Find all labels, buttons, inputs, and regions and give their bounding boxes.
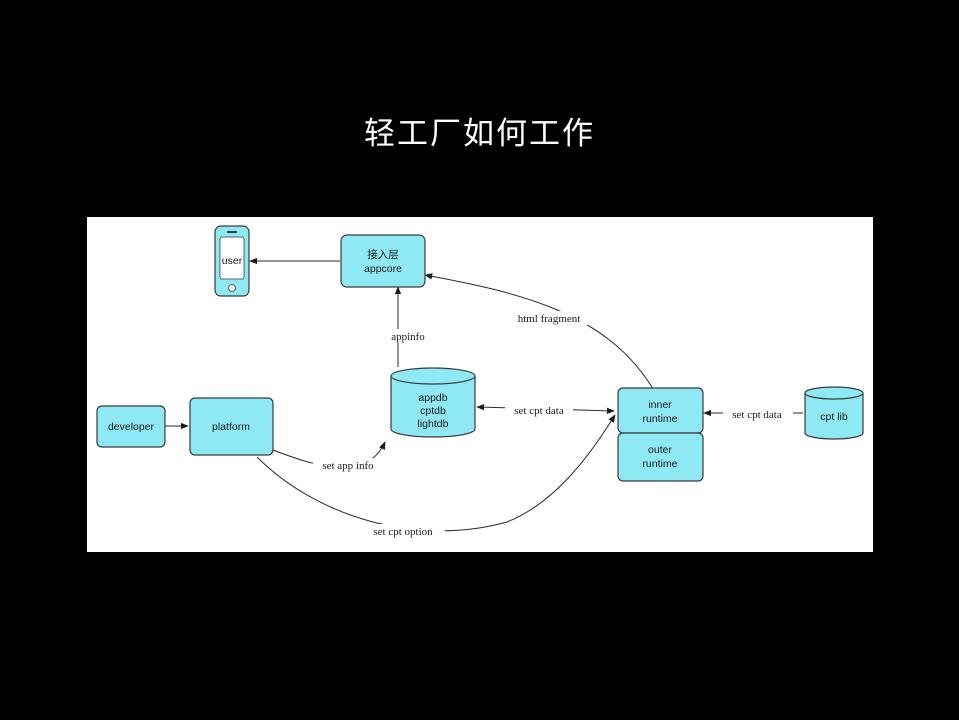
node-cpt-lib-label: cpt lib: [820, 411, 848, 423]
smartphone-icon: [214, 225, 250, 297]
node-user-label: user: [222, 255, 243, 267]
node-outer-runtime-label-2: runtime: [642, 458, 677, 470]
edge-label-set-cpt-option: set cpt option: [373, 526, 433, 538]
node-developer: [96, 405, 166, 448]
edge-label-set-cpt-data-lib: set cpt data: [732, 409, 782, 421]
edge-label-set-app-info: set app info: [322, 460, 374, 472]
node-db-label-appdb: appdb: [418, 392, 447, 404]
node-appcore-label-en: appcore: [364, 263, 402, 275]
edge-label-appinfo: appinfo: [391, 331, 425, 343]
edge-label-set-cpt-data-db: set cpt data: [514, 405, 564, 417]
node-database: [390, 367, 476, 438]
slide-title: 轻工厂如何工作: [364, 116, 595, 152]
node-appcore-label-zh: 接入层: [367, 248, 399, 261]
edge-set-cpt-option: [256, 414, 616, 532]
node-outer-runtime: [617, 432, 704, 482]
edge-html-fragment: [424, 273, 654, 390]
node-platform-label: platform: [212, 421, 250, 433]
node-developer-label: developer: [108, 421, 155, 433]
node-platform: [189, 397, 274, 456]
node-db-label-cptdb: cptdb: [420, 405, 446, 417]
node-outer-runtime-label-1: outer: [648, 444, 672, 456]
edge-label-html-fragment: html fragment: [518, 313, 581, 325]
node-inner-runtime-label-1: inner: [648, 399, 672, 411]
node-cpt-lib: [804, 386, 864, 440]
node-appcore: [340, 234, 426, 288]
architecture-diagram: appinfo html fragment set cpt data set c…: [87, 217, 873, 552]
node-inner-runtime-label-2: runtime: [642, 413, 677, 425]
node-db-label-lightdb: lightdb: [418, 418, 449, 430]
